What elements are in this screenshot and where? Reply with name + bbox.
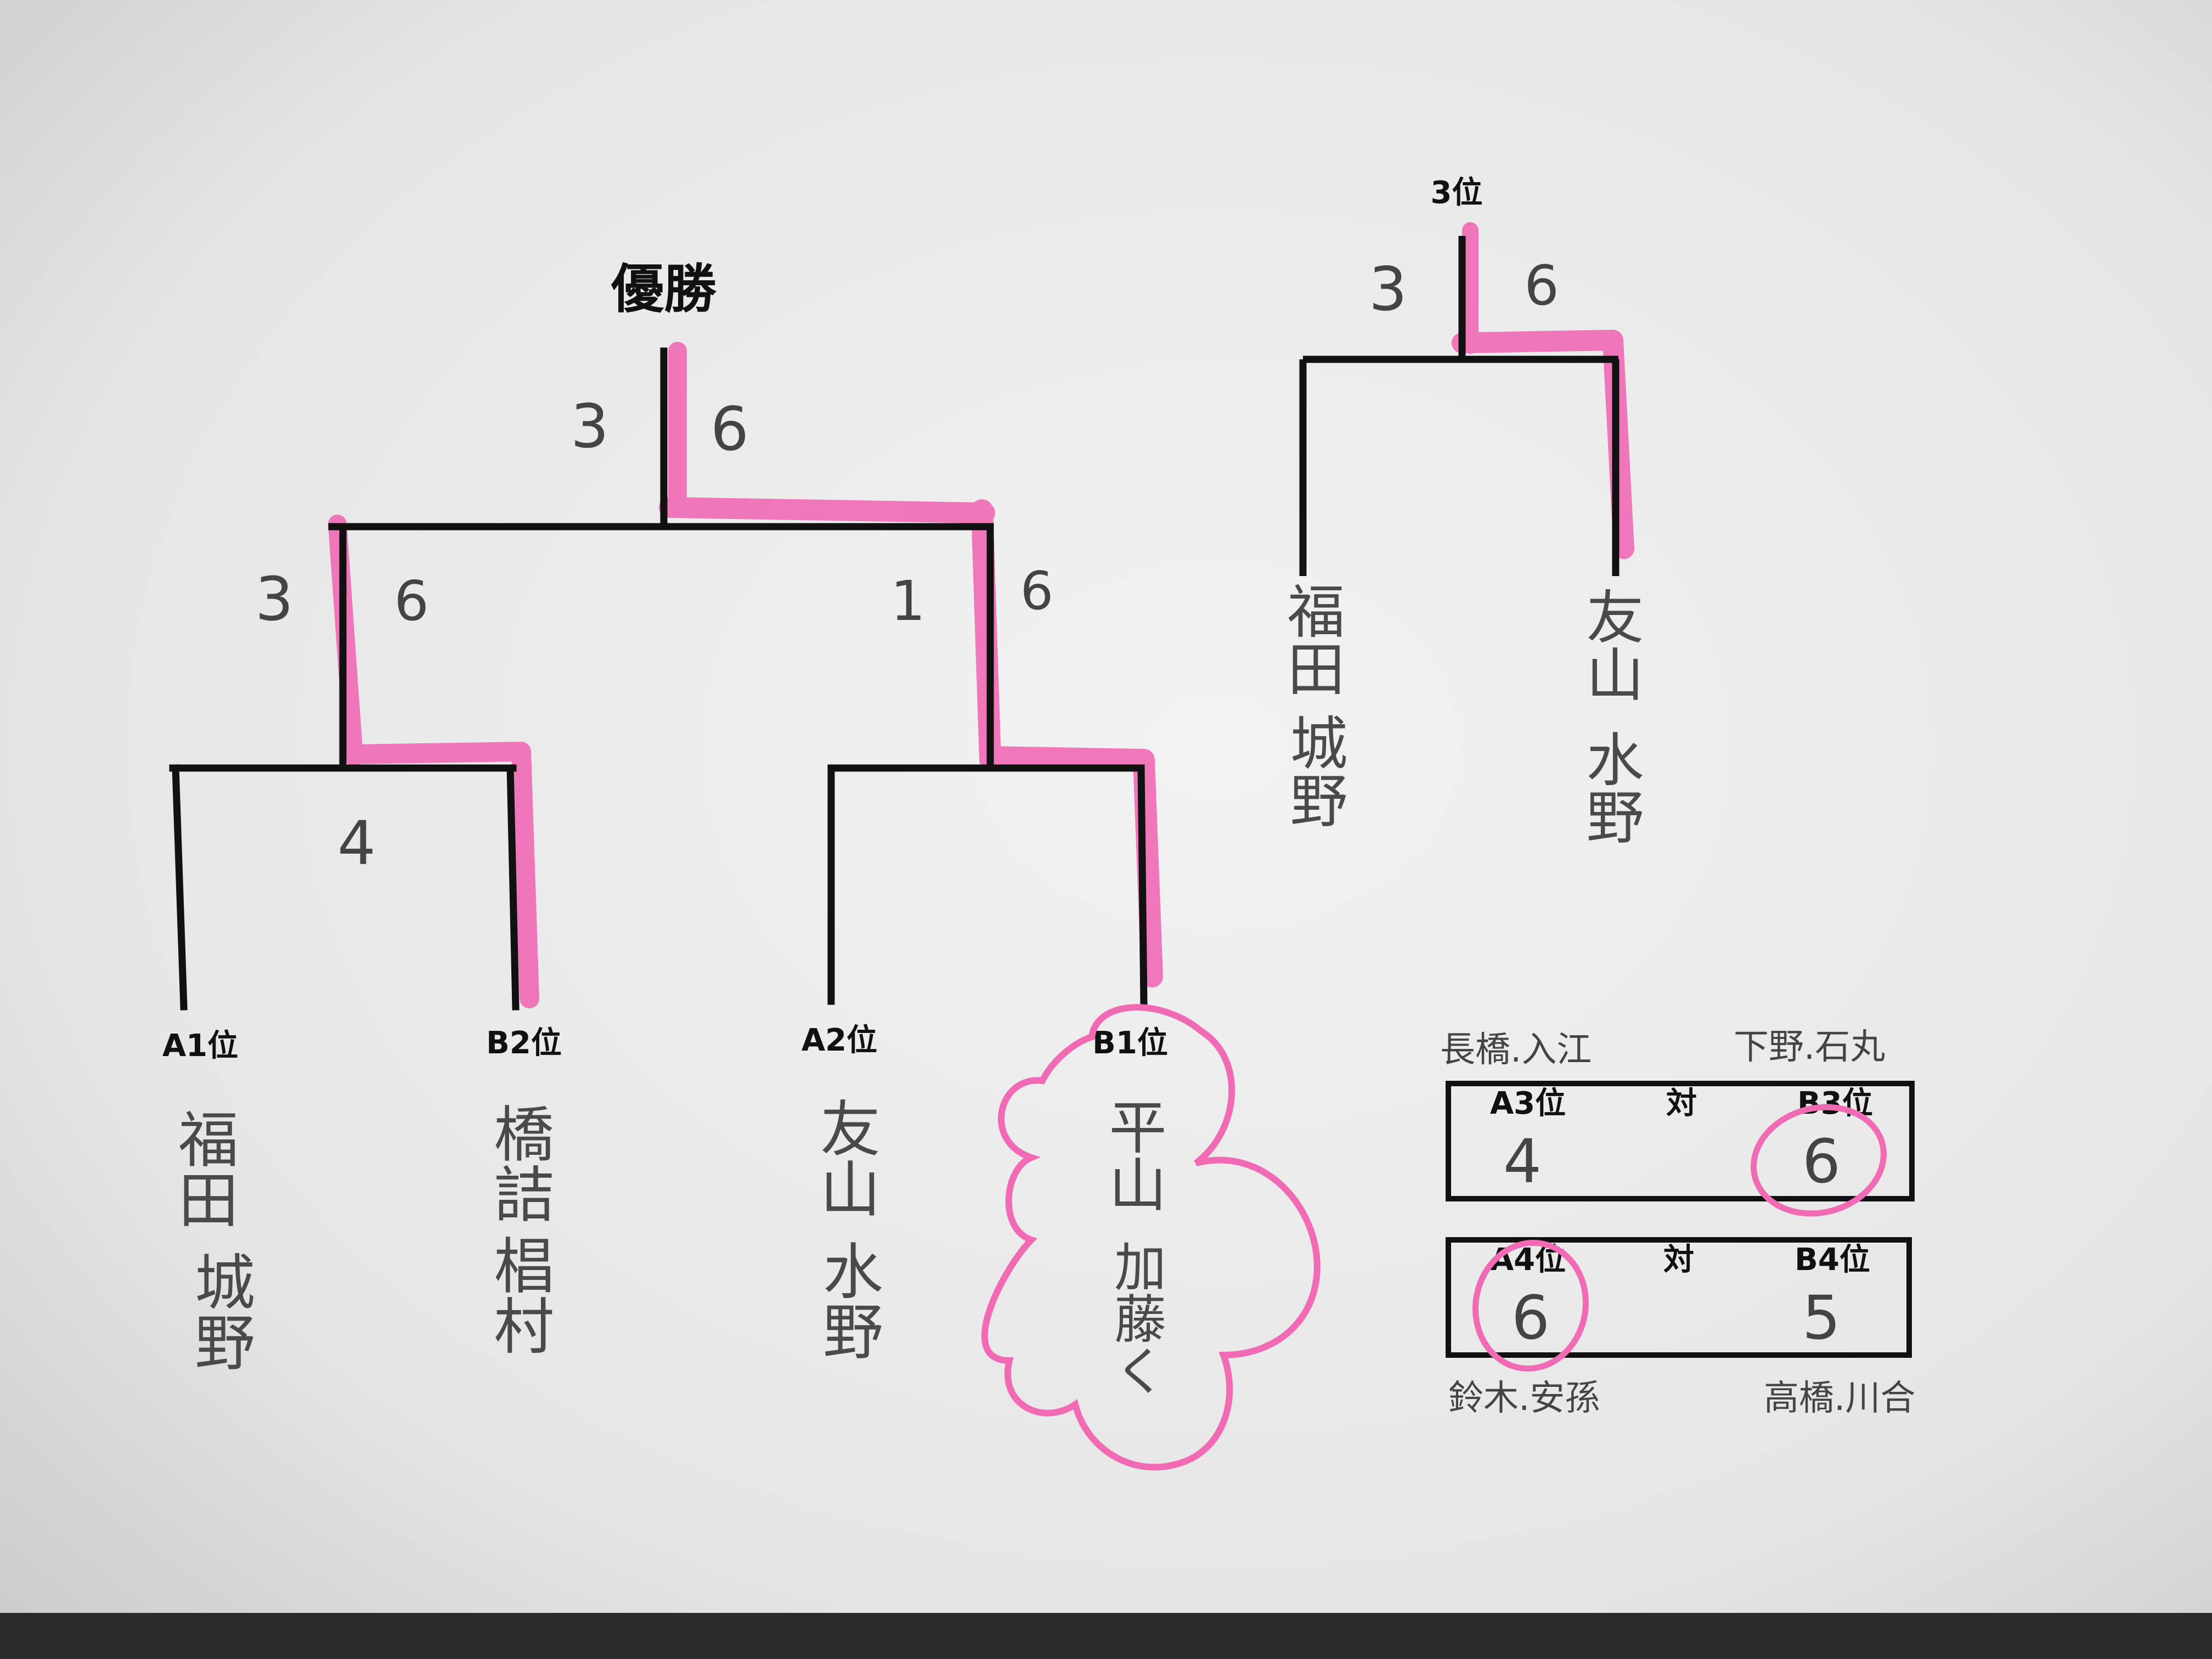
seed-label-a1: A1位: [162, 1028, 238, 1064]
match1-left-names: 長橋.入江: [1440, 1030, 1592, 1070]
third-place-score-right: 6: [1524, 253, 1559, 318]
third-left-player-2: 城野: [1280, 713, 1347, 828]
winner-path-highlight: [328, 342, 1163, 1008]
semi-left-score-left: 3: [255, 564, 294, 634]
seed-label-b2: B2位: [486, 1025, 562, 1061]
third-place-title: 3位: [1431, 175, 1483, 211]
seed-label-a2: A2位: [802, 1023, 877, 1058]
match2-right-names: 高橋.川合: [1764, 1378, 1915, 1419]
third-place-highlight: [1452, 222, 1634, 559]
final-score-right: 6: [710, 394, 749, 464]
match1-left-score: 4: [1503, 1126, 1542, 1197]
player-a1-2: 城野: [184, 1251, 255, 1372]
seed-labels: A1位 B2位 A2位 B1位: [162, 1023, 1168, 1064]
match1-left-label: A3位: [1490, 1086, 1566, 1121]
bracket-scores: 3 6 3 6 1 6 4: [255, 391, 1053, 878]
third-left-player-1: 福田: [1278, 582, 1345, 697]
consolation-match-2: A4位 対 B4位 6 5 鈴木.安孫 高橋.川合: [1446, 1237, 1915, 1419]
semi-right-score-right: 6: [1020, 561, 1053, 622]
match2-right-score: 5: [1802, 1283, 1841, 1353]
third-place-score-left: 3: [1369, 254, 1407, 324]
winner-cloud-circle: [981, 1004, 1321, 1471]
match1-winner-circle: [1751, 1104, 1887, 1217]
seed-label-b1: B1位: [1092, 1025, 1168, 1061]
match1-right-names: 下野.石丸: [1734, 1027, 1885, 1068]
player-a2-2: 水野: [812, 1240, 883, 1361]
third-place-lines: [1299, 236, 1620, 576]
player-b2-1: 橋詰: [483, 1103, 554, 1223]
seed-players: 福田 城野 橋詰 椙村 友山 水野 平山 加藤く: [168, 1097, 1166, 1396]
player-b1-1: 平山: [1099, 1097, 1166, 1212]
semi-right-score-left: 1: [890, 569, 926, 633]
match1-vs: 対: [1666, 1086, 1697, 1121]
match1-right-score: 6: [1802, 1126, 1841, 1197]
match1-box: [1446, 1081, 1915, 1201]
match2-box: [1446, 1237, 1912, 1358]
match2-right-label: B4位: [1795, 1242, 1870, 1278]
match2-left-score: 6: [1511, 1283, 1550, 1353]
consolation-match-1: 長橋.入江 下野.石丸 A3位 対 B3位 4 6: [1440, 1027, 1915, 1217]
match2-vs: 対: [1663, 1242, 1694, 1278]
player-a2-1: 友山: [810, 1097, 880, 1218]
device-edge: [0, 1613, 2212, 1659]
final-score-left: 3: [571, 391, 609, 461]
player-b1-2: 加藤く: [1105, 1240, 1166, 1396]
third-right-player-1: 友山: [1577, 587, 1644, 702]
player-b2-2: 椙村: [483, 1234, 554, 1355]
bracket-lines: [169, 347, 1148, 1011]
player-a1-1: 福田: [168, 1108, 238, 1229]
third-right-player-2: 水野: [1577, 730, 1644, 845]
match2-winner-circle: [1472, 1239, 1589, 1372]
qf-left-score: 4: [337, 808, 376, 878]
bracket-title: 優勝: [611, 258, 717, 320]
semi-left-score-right: 6: [394, 569, 429, 633]
match2-left-names: 鈴木.安孫: [1448, 1378, 1600, 1419]
